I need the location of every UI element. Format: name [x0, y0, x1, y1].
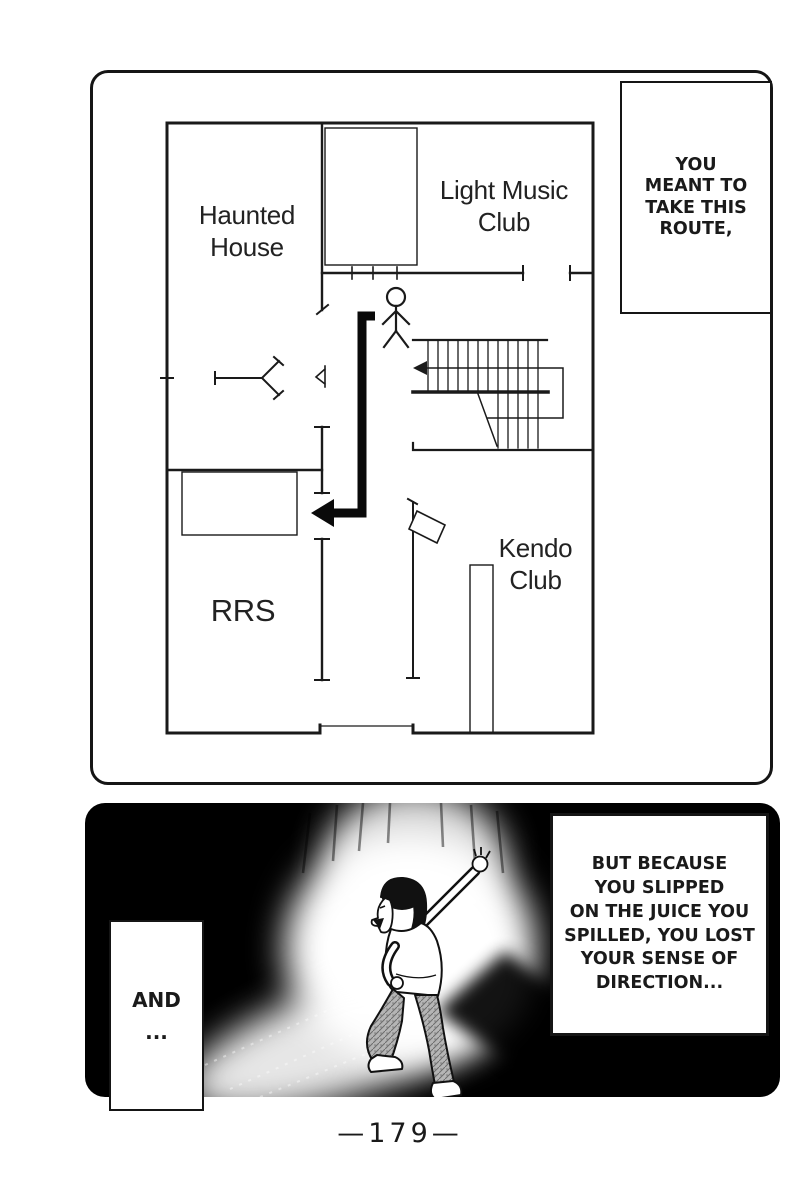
label-haunted-house: Haunted House	[167, 200, 327, 263]
floor-speckles	[204, 984, 438, 1097]
raised-hand	[471, 847, 491, 873]
caption-line: YOU	[675, 154, 717, 175]
running-character	[366, 847, 491, 1097]
corridor-wall-vertical	[314, 123, 330, 682]
hallway-scene	[185, 803, 703, 1097]
page-number: —179—	[337, 1118, 463, 1149]
label-line: Club	[509, 564, 562, 595]
caption-line: ON THE JUICE YOU	[569, 901, 750, 922]
caption-box-route: YOU MEANT TO TAKE THIS ROUTE,	[620, 81, 772, 314]
open-door-icon	[407, 509, 447, 545]
label-line: House	[210, 231, 284, 262]
label-line: Club	[477, 206, 531, 237]
kendo-wall-and-door	[406, 497, 447, 679]
shoe-left	[367, 1054, 404, 1073]
caption-line: SPILLED, YOU LOST	[564, 925, 755, 946]
label-line: Kendo	[498, 533, 573, 563]
label-kendo-club: Kendo Club	[473, 533, 598, 596]
pants-left-leg	[366, 988, 405, 1064]
shoe-right	[429, 1080, 463, 1097]
route-arrow-icon	[311, 311, 375, 527]
caption-line: AND	[132, 987, 181, 1012]
staircase-icon	[411, 338, 595, 452]
caption-line: TAKE THIS	[645, 197, 747, 218]
caption-line: YOU SLIPPED	[594, 877, 725, 898]
floorplan-outer-walls	[165, 121, 595, 735]
storage-room	[324, 127, 418, 266]
caption-box-because: BUT BECAUSE YOU SLIPPED ON THE JUICE YOU…	[550, 813, 769, 1036]
label-line: Light Music	[439, 175, 569, 205]
floor-plan	[160, 121, 595, 735]
label-light-music-club: Light Music Club	[418, 175, 590, 238]
corridor-wall-horizontal	[320, 265, 595, 281]
rrs-closet	[181, 471, 298, 536]
caption-line: YOUR SENSE OF	[580, 949, 739, 970]
caption-line: ...	[145, 1019, 168, 1044]
fork-prop-icon	[214, 355, 285, 401]
caption-line: BUT BECAUSE	[591, 854, 728, 875]
fist	[390, 976, 404, 990]
stairs-arrow-icon	[413, 361, 427, 375]
caption-line: MEANT TO	[644, 176, 748, 197]
stick-figure-icon	[381, 286, 411, 349]
caption-line: ROUTE,	[659, 218, 733, 239]
caption-line: DIRECTION...	[595, 973, 724, 994]
mouth	[373, 918, 384, 929]
caption-box-and: AND ...	[109, 920, 204, 1111]
label-rrs: RRS	[210, 593, 276, 628]
kendo-pillar	[469, 564, 494, 734]
label-line: Haunted	[198, 200, 296, 230]
door-icon	[314, 365, 327, 388]
